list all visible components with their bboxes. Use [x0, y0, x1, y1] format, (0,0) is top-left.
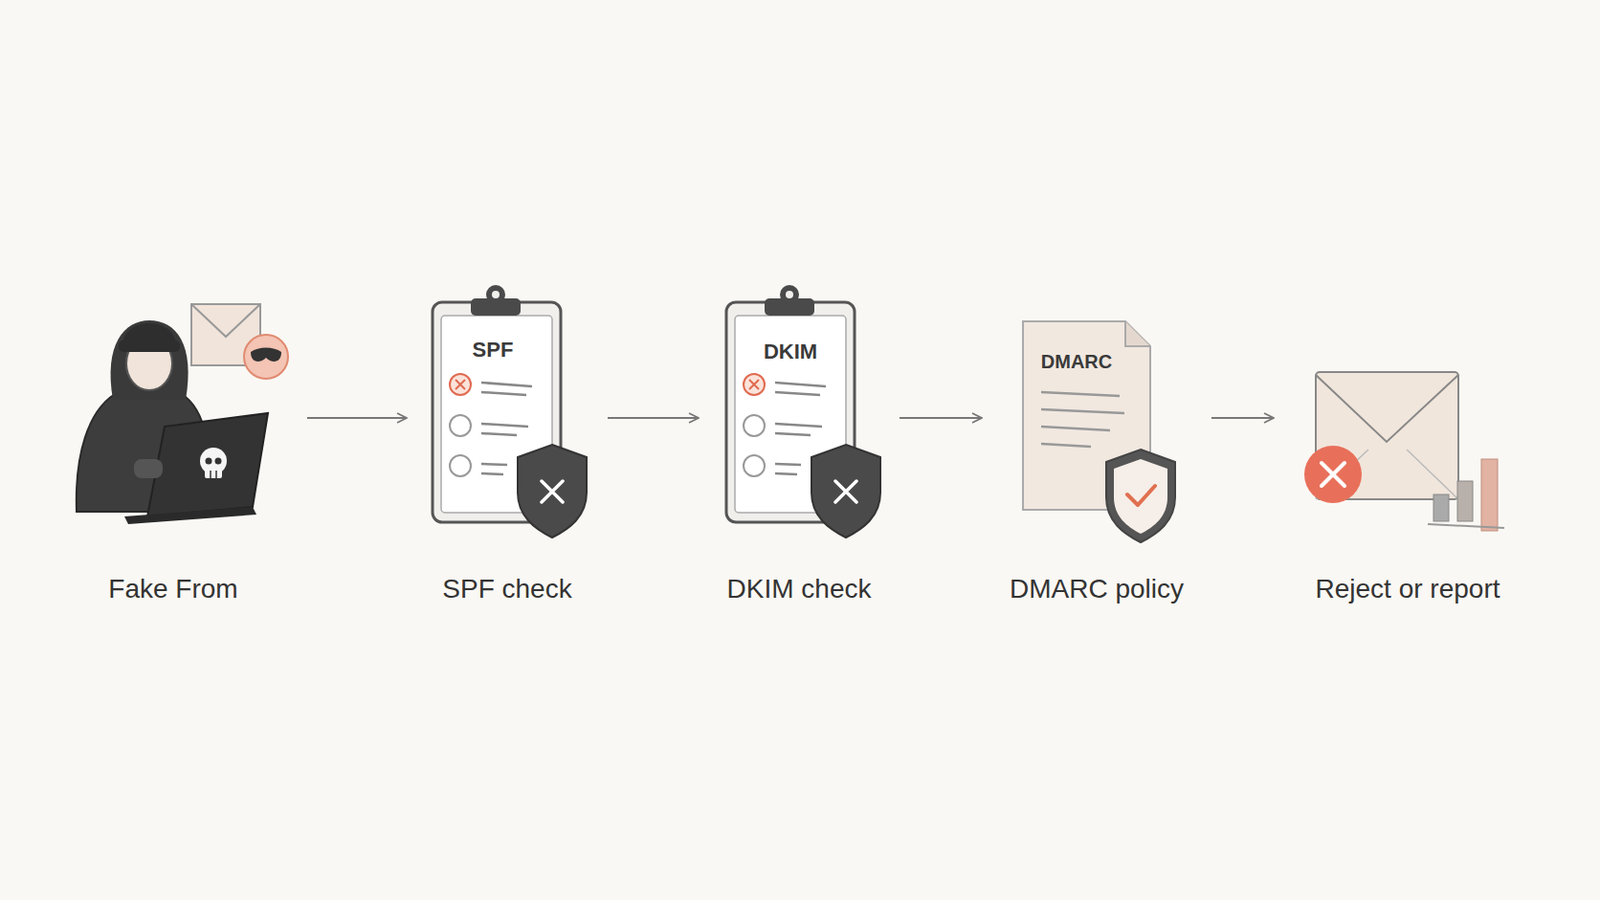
spf-clipboard-part — [486, 285, 506, 305]
hacker-icon-part — [205, 458, 213, 466]
spf-clipboard-part — [541, 481, 563, 503]
hacker-icon-part — [111, 320, 189, 400]
spf-clipboard-part — [449, 415, 471, 437]
step-node: Reject or report — [1292, 287, 1523, 608]
dmarc-document-part — [1106, 449, 1176, 543]
step-node: DKIM DKIM check — [717, 287, 881, 608]
hacker-icon-part — [215, 470, 218, 479]
step-node: SPF SPF check — [425, 287, 589, 608]
hacker-icon-part — [133, 459, 163, 479]
dkim-clipboard-part — [785, 290, 794, 299]
flow-arrow — [899, 417, 982, 420]
dkim-clipboard-part — [749, 379, 759, 390]
step-label: SPF check — [442, 573, 572, 608]
spf-clipboard-part — [491, 290, 500, 299]
dkim-clipboard-part — [835, 481, 857, 503]
dmarc-document-part — [1041, 392, 1125, 447]
reject-envelope-part — [1457, 481, 1473, 522]
envelope-icon-part — [191, 304, 261, 337]
step-label: Fake From — [108, 573, 238, 608]
spf-clipboard-part — [455, 379, 466, 390]
dmarc-document-part — [1113, 459, 1168, 534]
hacker-icon-part — [215, 458, 223, 466]
icon-title: DKIM — [763, 341, 818, 363]
reject-envelope-part — [1304, 445, 1362, 504]
reject-envelope — [1304, 372, 1505, 532]
hacker-icon — [76, 304, 289, 525]
flow-arrow — [307, 417, 407, 420]
spf-clipboard — [432, 285, 587, 538]
hacker-icon-part — [124, 507, 257, 525]
hacker-icon-part — [147, 413, 268, 517]
dkim-clipboard-part — [811, 444, 881, 538]
spf-clipboard-part — [449, 374, 471, 396]
reject-envelope-part — [1427, 524, 1505, 529]
reject-envelope-part — [1433, 494, 1449, 522]
hacker-icon-part — [118, 340, 180, 353]
dmarc-document-part — [1125, 321, 1151, 347]
icon-title: SPF — [472, 339, 514, 361]
hacker-icon-part — [209, 470, 212, 479]
dkim-clipboard-part — [743, 415, 765, 437]
step-node: DMARC DMARC policy — [1000, 287, 1193, 608]
icon-title: DMARC — [1041, 352, 1112, 372]
reject-envelope-part — [1315, 375, 1459, 443]
dkim-clipboard-part — [743, 374, 765, 396]
dmarc-document — [1022, 321, 1176, 543]
spf-clipboard-part — [517, 444, 587, 538]
step-label: DMARC policy — [1009, 573, 1184, 608]
flow-arrow — [1211, 417, 1274, 420]
hacker-icon-part — [204, 468, 223, 479]
step-label: Reject or report — [1315, 573, 1501, 608]
step-label: DKIM check — [727, 573, 872, 608]
reject-envelope-part — [1315, 372, 1459, 500]
reject-envelope-part — [1321, 463, 1345, 487]
step-node: Fake From — [58, 287, 289, 608]
flow-arrow — [607, 417, 699, 420]
dmarc-document-part — [1127, 486, 1156, 506]
hacker-icon-part — [244, 334, 289, 379]
dkim-clipboard-part — [743, 455, 765, 477]
reject-envelope-part — [1481, 459, 1498, 532]
spf-clipboard-part — [449, 455, 471, 477]
hacker-icon-part — [250, 348, 282, 362]
dkim-clipboard-part — [779, 285, 800, 305]
dkim-clipboard — [726, 285, 881, 538]
